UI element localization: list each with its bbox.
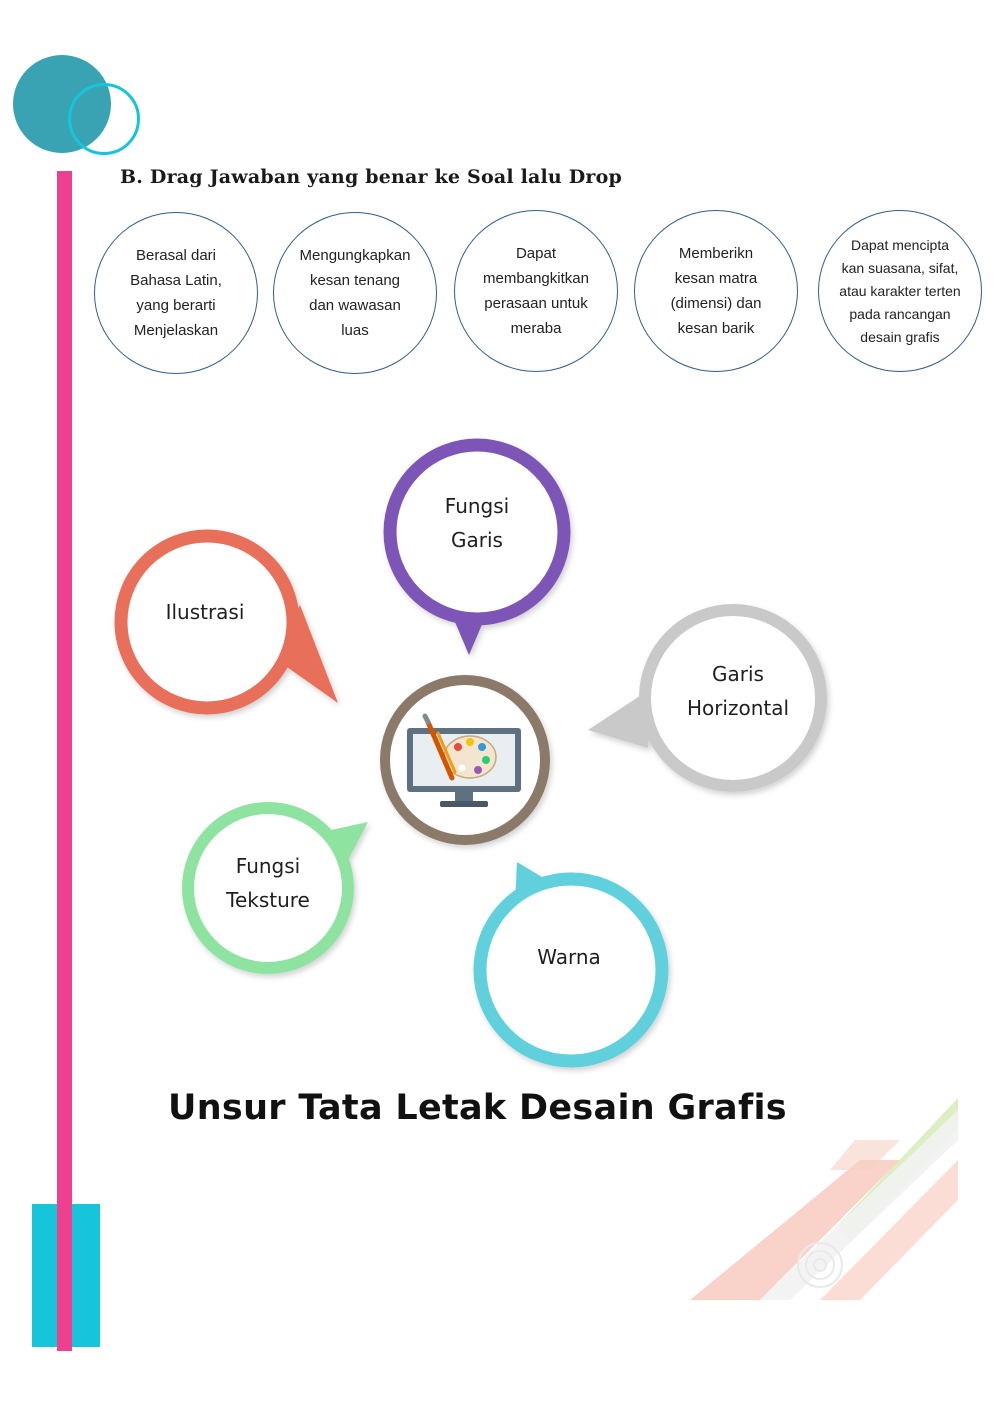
drop-bubble-green [182,802,368,974]
answer-card-3[interactable]: Dapat membangkitkan perasaan untuk merab… [454,210,618,372]
bubble-label-gray: Garis Horizontal [686,662,790,720]
page-title: Unsur Tata Letak Desain Grafis [168,1088,787,1128]
answer-text: Memberikn kesan matra (dimensi) dan kesa… [670,245,762,337]
answer-card-1[interactable]: Berasal dari Bahasa Latin, yang berarti … [94,212,258,374]
computer-palette-icon [380,675,550,845]
answer-card-2[interactable]: Mengungkapkan kesan tenang dan wawasan l… [273,212,437,374]
bubble-label-green: Fungsi Teksture [226,854,310,912]
drop-bubble-cyan [473,862,669,1068]
answer-text: Mengungkapkan kesan tenang dan wawasan l… [299,247,411,339]
drop-bubble-purple [383,438,571,655]
answer-text: Berasal dari Bahasa Latin, yang berarti … [130,247,222,339]
answer-card-4[interactable]: Memberikn kesan matra (dimensi) dan kesa… [634,210,798,372]
bubble-label-orange: Ilustrasi [165,600,245,624]
pink-vertical-bar [57,171,72,1351]
diagonal-stripes-decoration [690,1098,958,1300]
answer-text: Dapat membangkitkan perasaan untuk merab… [483,245,589,337]
outline-circle-decoration [68,83,140,155]
bubble-label-cyan: Warna [537,945,601,969]
answer-card-5[interactable]: Dapat mencipta kan suasana, sifat, atau … [818,210,982,372]
answer-text: Dapat mencipta kan suasana, sifat, atau … [839,236,961,345]
bubble-label-purple: Fungsi Garis [444,494,510,552]
drop-bubble-gray [588,604,827,792]
instruction-heading: B. Drag Jawaban yang benar ke Soal lalu … [120,166,622,188]
drop-bubble-orange [114,529,338,715]
